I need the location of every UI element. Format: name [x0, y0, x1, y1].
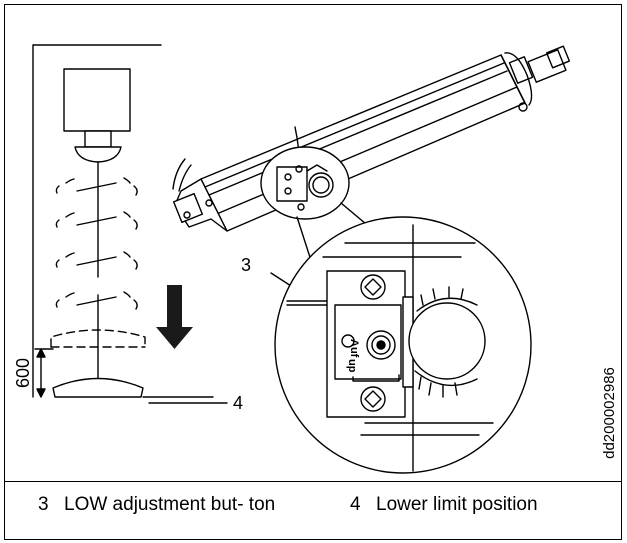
- wall-outline: [32, 44, 162, 398]
- detail-circle: [274, 216, 532, 474]
- callout-4: 4: [233, 393, 243, 413]
- legend-number: 3: [38, 494, 49, 515]
- figure-drawing: Auf up 3 4 600 dd200002986: [13, 44, 618, 474]
- dashed-position: [50, 329, 146, 348]
- legend-divider: [5, 481, 621, 482]
- button-label-up2: up: [346, 359, 358, 373]
- legend-item-4: 4 Lower limit position: [350, 494, 538, 516]
- actuator-body: [172, 45, 571, 232]
- callout-3: 3: [241, 255, 251, 275]
- legend-number: 4: [350, 494, 361, 515]
- legend-text: Lower limit position: [376, 494, 538, 515]
- figure-frame: Auf up 3 4 600 dd200002986 3 LOW adjustm…: [4, 4, 622, 540]
- dimension-label: 600: [13, 358, 33, 388]
- lower-limit-shade: [52, 377, 214, 398]
- dimension-600: [34, 348, 54, 398]
- down-arrow-icon: [156, 285, 193, 349]
- legend-text: LOW adjustment but- ton: [64, 494, 276, 515]
- button-label-up: Auf: [348, 339, 360, 358]
- motion-marks: [55, 177, 138, 310]
- legend-item-3: 3 LOW adjustment but- ton: [38, 494, 294, 516]
- document-id: dd200002986: [601, 367, 618, 459]
- motor-housing: [63, 68, 131, 163]
- zoom-source-circle: [260, 146, 350, 220]
- legend: 3 LOW adjustment but- ton 4 Lower limit …: [5, 482, 621, 539]
